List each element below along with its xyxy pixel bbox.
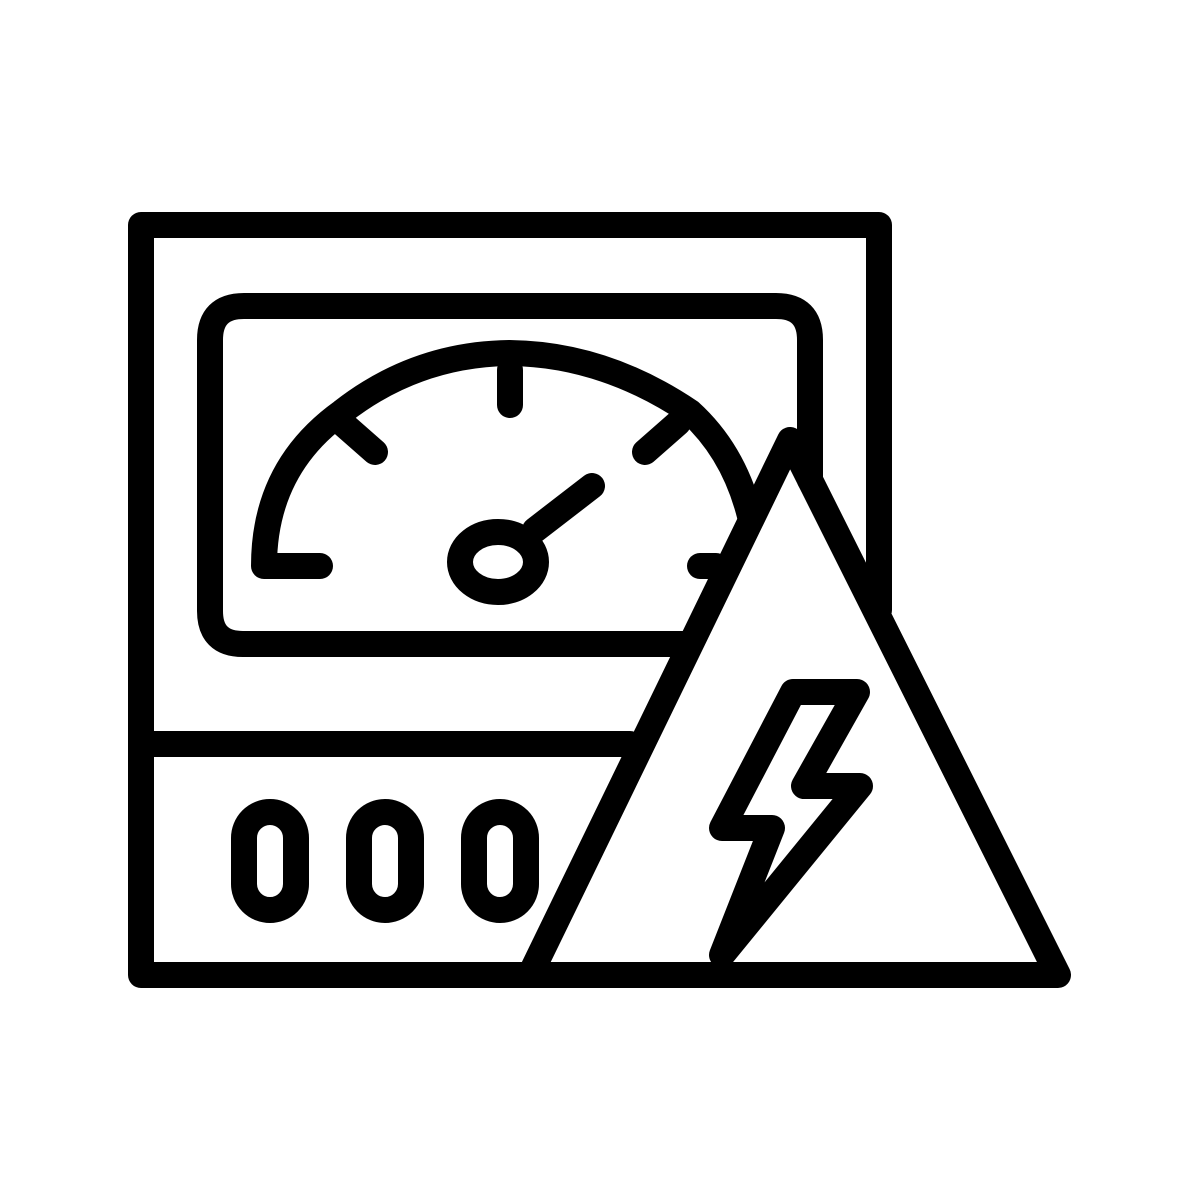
lightning-bolt-icon <box>709 679 873 968</box>
meter-housing-outline <box>128 212 892 988</box>
warning-triangle <box>517 427 1071 988</box>
gauge-tick-left <box>329 410 388 465</box>
gauge-tick-right <box>632 410 691 465</box>
gauge-needle-hub <box>447 519 549 605</box>
gauge-arc <box>251 340 763 579</box>
counter-digit-3 <box>461 799 539 923</box>
dial-window-frame <box>197 293 823 657</box>
counter-digit-1 <box>231 799 309 923</box>
counter-digit-2 <box>346 799 424 923</box>
gauge-needle <box>522 473 605 543</box>
counter-digits <box>231 799 539 923</box>
